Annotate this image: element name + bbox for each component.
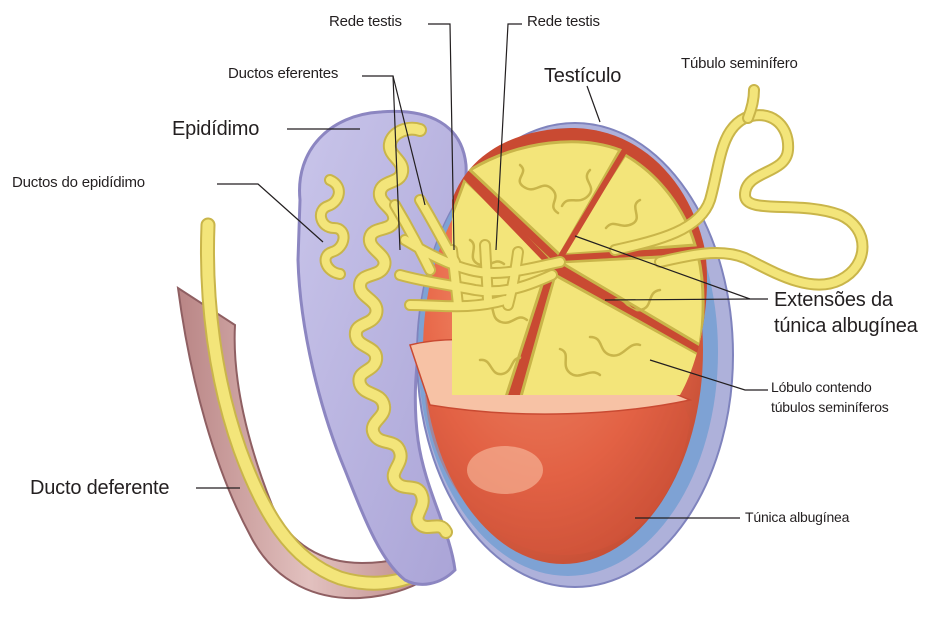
label-ducto-deferente: Ducto deferente (30, 476, 169, 500)
label-epididimo: Epidídimo (172, 117, 259, 141)
label-lobulo-line2: túbulos seminíferos (771, 398, 889, 417)
label-rede-testis-1: Rede testis (329, 12, 402, 32)
label-lobulo-line1: Lóbulo contendo (771, 378, 872, 397)
label-extensoes-line2: túnica albugínea (774, 314, 918, 338)
label-ductos-do-epididimo: Ductos do epidídimo (12, 173, 145, 193)
label-tunica-albuginea: Túnica albugínea (745, 508, 849, 527)
label-rede-testis-2: Rede testis (527, 12, 600, 32)
label-tubulo-seminifero: Túbulo seminífero (681, 54, 798, 74)
label-ductos-eferentes: Ductos eferentes (228, 64, 338, 84)
label-extensoes-line1: Extensões da (774, 288, 893, 312)
leader-testiculo (587, 86, 600, 122)
label-testiculo: Testículo (544, 64, 621, 88)
